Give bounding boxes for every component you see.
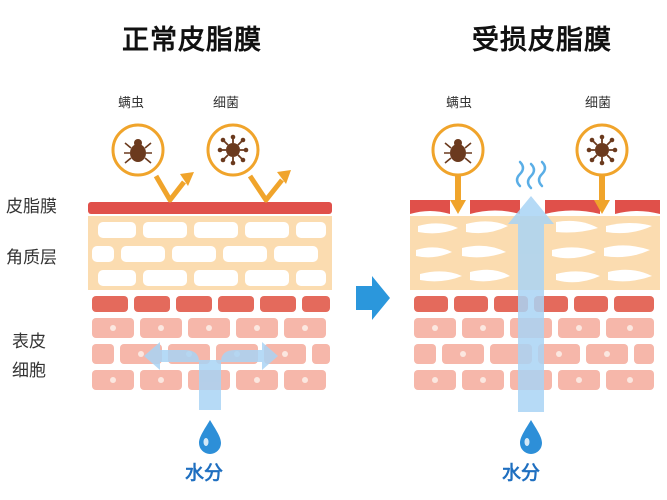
- normal-mite-badge: [111, 123, 165, 177]
- sebum-film-label: 皮脂膜: [6, 197, 57, 217]
- damaged-bacteria-penetrate-arrow: [599, 176, 605, 202]
- damaged-bacteria-badge: [575, 123, 629, 177]
- damaged-mites-label: 螨虫: [446, 96, 473, 111]
- normal-water-drop-icon: [199, 420, 221, 454]
- damaged-sebum-film: [410, 200, 660, 214]
- epidermal-cells-label-line1: 表皮: [12, 332, 46, 352]
- damaged-mite-badge: [431, 123, 485, 177]
- epidermal-cells-label-line2: 细胞: [12, 361, 46, 381]
- damaged-mite-penetrate-arrow: [455, 176, 461, 202]
- bacteria-icon: [585, 133, 619, 167]
- normal-panel-title: 正常皮脂膜: [122, 25, 262, 56]
- damaged-bacteria-label: 细菌: [585, 96, 612, 111]
- normal-panel: [88, 123, 332, 454]
- normal-mites-label: 螨虫: [118, 96, 145, 111]
- normal-bacteria-label: 细菌: [213, 96, 240, 111]
- normal-water-flow: [144, 342, 278, 410]
- damaged-water-drop-icon: [520, 420, 542, 454]
- bacteria-icon: [216, 133, 250, 167]
- damaged-water-label: 水分: [502, 462, 541, 484]
- evaporation-icon: [515, 160, 547, 190]
- normal-water-label: 水分: [185, 462, 224, 484]
- damaged-panel: [410, 123, 660, 454]
- normal-stratum-corneum: [88, 216, 332, 290]
- normal-sebum-film: [88, 202, 332, 214]
- transition-arrow-icon: [356, 276, 390, 320]
- stratum-corneum-label: 角质层: [6, 248, 57, 268]
- normal-bacteria-badge: [206, 123, 260, 177]
- normal-mite-deflect-arrow: [153, 174, 186, 203]
- normal-bacteria-deflect-arrow: [247, 174, 284, 203]
- damaged-water-escape-arrow: [508, 196, 554, 412]
- damaged-panel-title: 受损皮脂膜: [472, 25, 612, 56]
